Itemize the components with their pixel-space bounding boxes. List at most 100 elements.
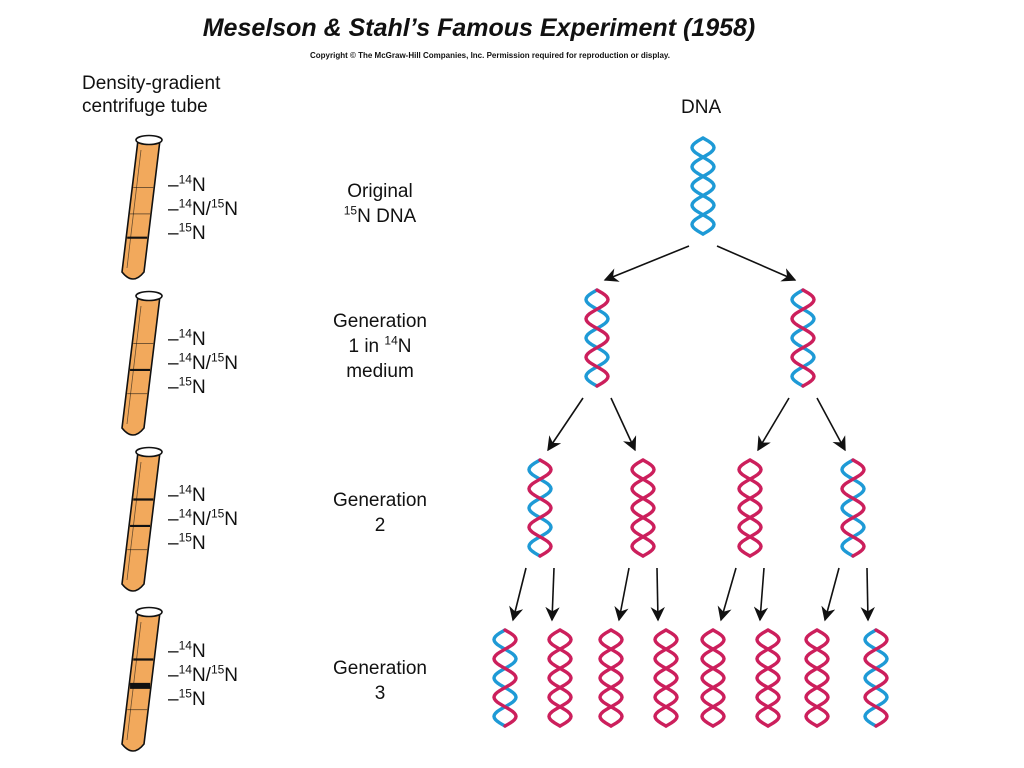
tube-highlight [126,621,142,741]
dna-strand-new [755,628,781,728]
label-light: –14N [168,640,238,664]
label-hybrid: –14N/15N [168,198,238,222]
element: N [191,377,206,398]
dna-helix [584,288,610,388]
replication-arrows [509,245,875,622]
tube-rim [135,446,163,458]
dna-strand-new [630,458,656,558]
dna-helix [840,458,866,558]
label-hybrid: –14N/15N [168,352,238,376]
label-hybrid: –14N/15N [168,508,238,532]
tube-body [121,451,161,592]
dna-helix [547,628,573,728]
stage-label-line: 1 in 14N [300,334,460,359]
dna-strand-new [653,628,679,728]
dash: – [168,223,179,244]
dna-helix [737,458,763,558]
centrifuge-tube-4 [121,606,163,752]
separator: N/ [191,509,211,530]
copyright-notice: Copyright © The McGraw-Hill Companies, I… [309,51,671,60]
isotope-mass: 15 [210,662,225,677]
stage-label-line: 3 [300,681,460,706]
replication-arrow [614,567,630,622]
replication-arrow [816,397,846,452]
replication-arrow [547,397,584,452]
dna-helix [598,628,624,728]
tube-heading-line-1: Density-gradient [82,73,221,94]
isotope-mass: 15 [178,374,192,389]
isotope-mass: 14 [178,350,192,365]
replication-arrow [821,567,840,622]
dna-strand-new [804,628,830,728]
dash: – [168,353,179,374]
dna-strand-new [840,458,866,558]
tube-heading-line-2: centrifuge tube [82,96,208,117]
isotope-mass: 15 [343,203,358,218]
dash: – [168,641,179,662]
stage-text: N [397,336,412,357]
element: N [191,641,206,662]
dna-strand-new [492,628,518,728]
replication-arrow [509,567,527,622]
dash: – [168,533,179,554]
stage-text: Generation [332,490,427,511]
replication-arrow [610,397,637,452]
isotope-mass: 14 [178,172,192,187]
stage-label-line: 2 [300,513,460,538]
isotope-mass: 14 [178,662,192,677]
stage-text: Original [347,181,413,202]
label-light: –14N [168,484,238,508]
dash: – [168,377,179,398]
band-label-group-3: –14N–14N/15N–15N [168,484,238,556]
centrifuge-tube-3 [121,446,163,592]
isotope-mass: 14 [178,506,192,521]
dash: – [168,689,179,710]
dna-strand-new [755,628,781,728]
stage-text: Generation [332,311,427,332]
replication-arrow [757,397,790,452]
dna-strand-new [700,628,726,728]
replication-arrow [716,245,797,282]
isotope-mass: 15 [178,686,192,701]
element: N [191,689,206,710]
dna-strand-new [790,288,816,388]
dna-helices [492,136,889,728]
dna-helix [804,628,830,728]
element: N [191,485,206,506]
tube-body [121,295,161,436]
stage-text: N DNA [357,206,417,227]
stage-label-line: Generation [300,488,460,513]
replication-arrow [717,567,737,622]
element: N [224,199,239,220]
dna-strand-new [863,628,889,728]
dash: – [168,665,179,686]
isotope-mass: 14 [178,196,192,211]
isotope-mass: 15 [210,350,225,365]
dna-strand-new [653,628,679,728]
element: N [191,329,206,350]
dna-helix [653,628,679,728]
separator: N/ [191,353,211,374]
figure-title: Meselson & Stahl’s Famous Experiment (19… [202,14,756,42]
stage-text: 2 [374,515,386,536]
separator: N/ [191,665,211,686]
stage-label-line: Original [300,179,460,204]
stage-text: 1 in [348,336,385,357]
centrifuge-tubes [121,134,163,752]
dna-strand-parental [840,458,866,558]
tube-rim [135,134,163,146]
stage-text: Generation [332,658,427,679]
dna-strand-parental [790,288,816,388]
stage-label-3: Generation 2 [300,488,460,538]
dash: – [168,509,179,530]
replication-arrow [650,567,665,622]
tube-highlight [126,149,142,269]
dna-helix [527,458,553,558]
tube-rim [135,290,163,302]
stage-label-line: medium [300,359,460,384]
isotope-mass: 15 [178,220,192,235]
dna-helix [863,628,889,728]
tube-highlight [126,305,142,425]
dna-strand-new [804,628,830,728]
dna-strand-new [737,458,763,558]
